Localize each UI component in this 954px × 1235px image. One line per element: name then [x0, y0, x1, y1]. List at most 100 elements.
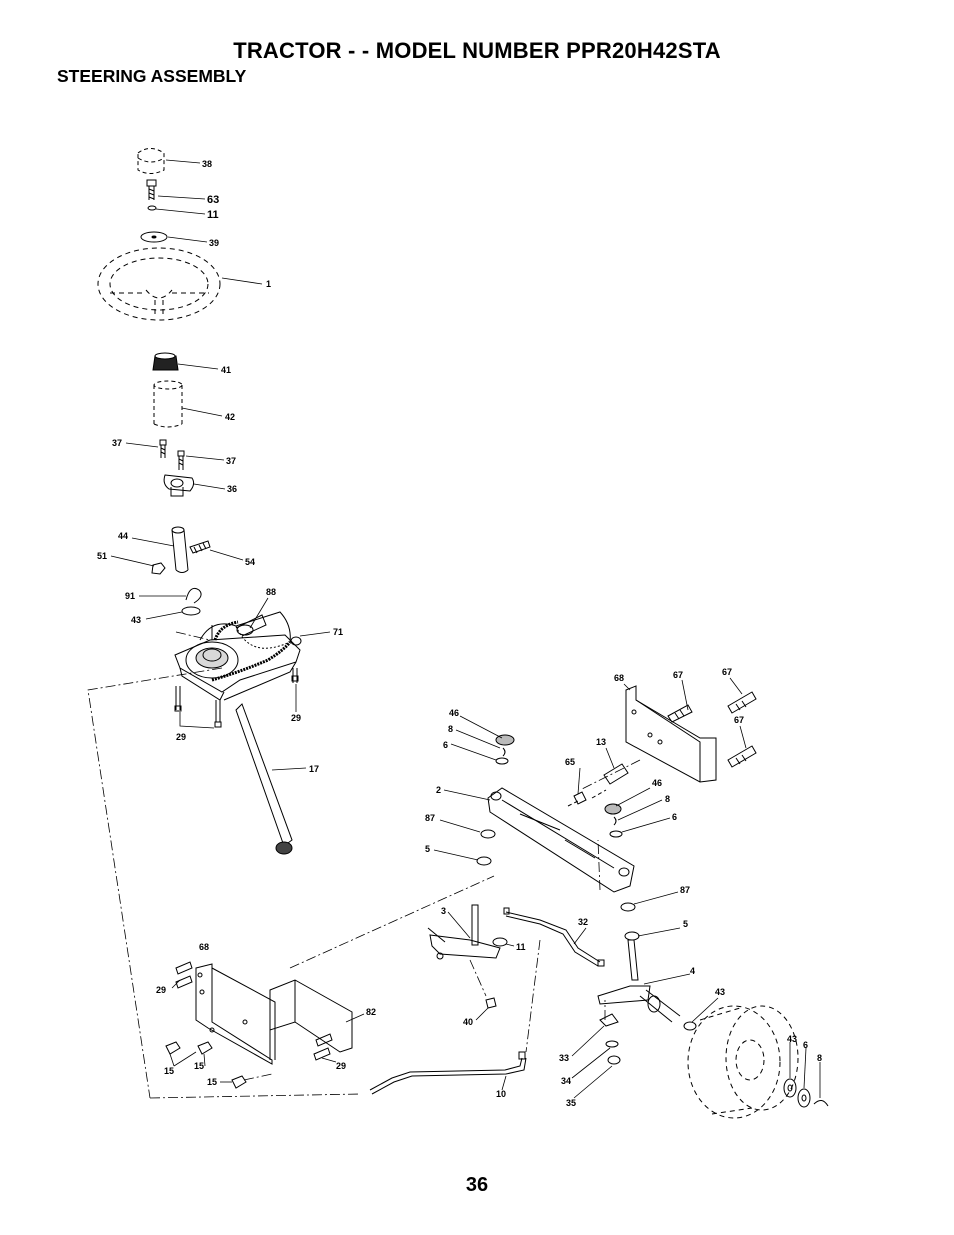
washer-part	[495, 757, 509, 765]
bolt-part	[189, 540, 211, 554]
drag-link-part	[235, 703, 293, 855]
callout-40: 40	[463, 1017, 473, 1027]
callout-42: 42	[225, 412, 235, 422]
callout-13: 13	[596, 737, 606, 747]
callout-87: 87	[425, 813, 435, 823]
callout-65: 65	[565, 757, 575, 767]
bolt-part	[667, 704, 693, 723]
callout-15: 15	[194, 1061, 204, 1071]
spacer-part	[603, 763, 629, 785]
bushing-part	[480, 829, 496, 839]
drag-rod-part	[369, 1051, 527, 1095]
spindle-right-part	[597, 939, 681, 1023]
bushing-part	[620, 902, 636, 912]
callout-39: 39	[209, 238, 219, 248]
nut-part	[231, 1075, 247, 1089]
bolt-part	[313, 1047, 331, 1061]
callout-5: 5	[683, 919, 688, 929]
callout-17: 17	[309, 764, 319, 774]
callout-29: 29	[156, 985, 166, 995]
callout-8: 8	[665, 794, 670, 804]
callout-1: 1	[266, 279, 271, 289]
steering-shaft-sleeve-part	[153, 380, 183, 428]
callout-29: 29	[291, 713, 301, 723]
cap-part	[604, 803, 622, 815]
callout-8: 8	[448, 724, 453, 734]
callout-8: 8	[817, 1053, 822, 1063]
bolt-part	[315, 1033, 333, 1047]
bolt-part	[146, 179, 157, 200]
callout-67: 67	[722, 667, 732, 677]
front-axle-part	[487, 787, 635, 893]
nut-part	[607, 1055, 621, 1065]
steering-wheel-part	[97, 247, 221, 321]
nut-part	[485, 997, 497, 1009]
callout-2: 2	[436, 785, 441, 795]
clip-part	[502, 747, 506, 757]
spindle-left-part	[427, 904, 501, 960]
callout-91: 91	[125, 591, 135, 601]
callout-37: 37	[226, 456, 236, 466]
bolt-part	[291, 668, 299, 683]
callout-6: 6	[803, 1040, 808, 1050]
callout-32: 32	[578, 917, 588, 927]
callout-33: 33	[559, 1053, 569, 1063]
callout-10: 10	[496, 1089, 506, 1099]
bolt-part	[174, 686, 182, 712]
callout-88: 88	[266, 587, 276, 597]
bolt-part	[727, 691, 757, 714]
nut-part	[197, 1041, 213, 1055]
nut-part	[151, 562, 166, 575]
front-wheel-part	[687, 1005, 799, 1119]
callout-3: 3	[441, 906, 446, 916]
bolt-part	[175, 961, 193, 975]
callout-43: 43	[787, 1034, 797, 1044]
nut-part	[165, 1041, 181, 1055]
callout-68: 68	[614, 673, 624, 683]
bolt-part	[727, 745, 757, 768]
bearing-flange-part	[163, 474, 195, 497]
callout-82: 82	[366, 1007, 376, 1017]
callout-34: 34	[561, 1076, 571, 1086]
callout-46: 46	[652, 778, 662, 788]
pivot-bracket-part	[195, 963, 353, 1065]
washer-part	[476, 856, 492, 866]
callout-51: 51	[97, 551, 107, 561]
steering-shaft-part	[171, 526, 189, 573]
callout-5: 5	[425, 844, 430, 854]
steering-adapter-part	[152, 352, 179, 371]
washer-part	[609, 830, 623, 838]
callout-29: 29	[176, 732, 186, 742]
callout-35: 35	[566, 1098, 576, 1108]
callout-6: 6	[443, 740, 448, 750]
lock-washer-part	[147, 205, 157, 211]
callout-46: 46	[449, 708, 459, 718]
callout-6: 6	[672, 812, 677, 822]
callout-54: 54	[245, 557, 255, 567]
callout-67: 67	[734, 715, 744, 725]
spring-clip-part	[185, 587, 202, 604]
steering-cap-part	[137, 148, 165, 174]
callout-11: 11	[516, 942, 526, 952]
callout-63: 63	[207, 194, 219, 206]
washer-part	[783, 1078, 797, 1098]
callout-15: 15	[164, 1066, 174, 1076]
callout-44: 44	[118, 531, 128, 541]
washer-part	[605, 1040, 619, 1048]
washer-part	[683, 1021, 697, 1031]
callout-43: 43	[715, 987, 725, 997]
callout-87: 87	[680, 885, 690, 895]
callout-11: 11	[207, 209, 219, 221]
callout-67: 67	[673, 670, 683, 680]
callout-15: 15	[207, 1077, 217, 1087]
callout-71: 71	[333, 627, 343, 637]
callout-4: 4	[690, 966, 695, 976]
washer-part	[181, 606, 201, 616]
washer-part	[492, 937, 508, 947]
bolt-part	[214, 700, 222, 728]
steering-gear-housing-part	[174, 611, 302, 701]
page-title: TRACTOR - - MODEL NUMBER PPR20H42STA	[233, 38, 721, 63]
callout-36: 36	[227, 484, 237, 494]
callout-68: 68	[199, 942, 209, 952]
clip-part	[613, 816, 617, 826]
